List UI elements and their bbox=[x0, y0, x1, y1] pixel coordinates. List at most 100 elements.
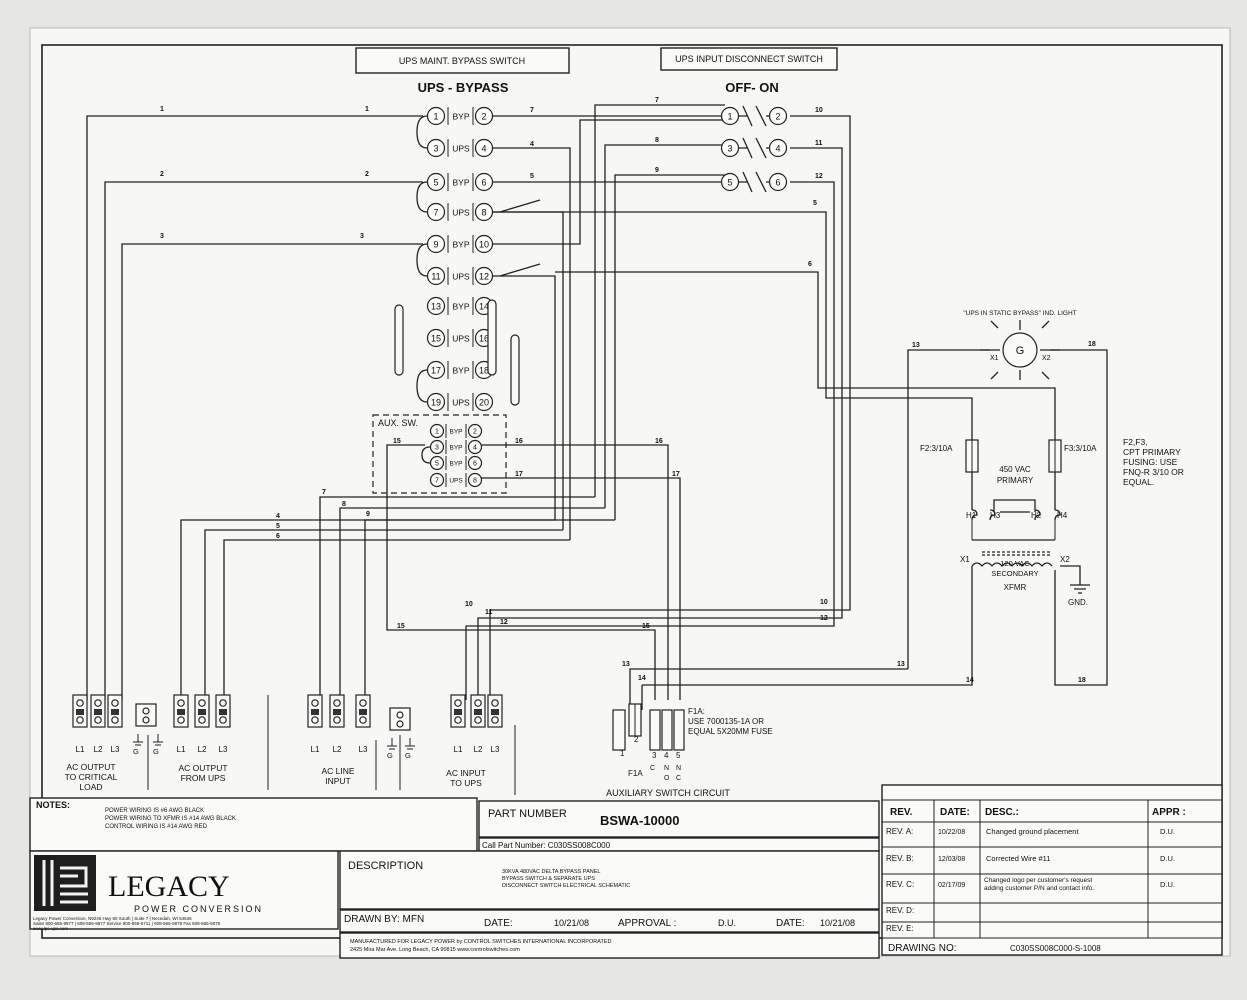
fuse-note-line: F2,F3, bbox=[1123, 437, 1148, 447]
wire-7 bbox=[594, 104, 725, 497]
secondary-voltage: 120 VAC bbox=[1000, 559, 1030, 568]
terminal-circle bbox=[426, 202, 446, 222]
terminal-block bbox=[307, 694, 323, 728]
position-label: UPS bbox=[449, 478, 463, 485]
ups-maint-label-box bbox=[355, 47, 570, 74]
aux-jumper bbox=[421, 446, 431, 464]
terminal-circle bbox=[426, 106, 446, 126]
wire-label: 3 bbox=[160, 233, 164, 240]
drawn-by-box bbox=[339, 909, 880, 933]
terminal-circle bbox=[474, 392, 494, 412]
wire-label: 13 bbox=[912, 342, 920, 349]
bypass-title: UPS - BYPASS bbox=[418, 80, 509, 95]
terminal-label: L2 bbox=[333, 745, 342, 754]
note-line: POWER WIRING IS #6 AWG BLACK bbox=[105, 808, 204, 814]
wire-label: 18 bbox=[1078, 677, 1086, 684]
wire-label: 18 bbox=[1088, 341, 1096, 348]
f1a-note: USE 7000135-1A OR bbox=[688, 717, 764, 726]
gnd-label: GND. bbox=[1068, 598, 1088, 607]
aux-terminal bbox=[612, 709, 626, 751]
position-label: BYP bbox=[449, 445, 462, 452]
company-line: Sales 800-665-9877 | 608-565-9877 Servic… bbox=[33, 921, 221, 926]
date2-label: DATE: bbox=[776, 918, 805, 929]
description-line: DISCONNECT SWITCH ELECTRICAL SCHEMATIC bbox=[502, 883, 630, 889]
rev-date: 10/22/08 bbox=[938, 829, 965, 836]
terminal-circle bbox=[467, 423, 483, 439]
terminal-circle bbox=[429, 439, 445, 455]
wire-label: 12 bbox=[820, 615, 828, 622]
terminal-number: 1 bbox=[435, 429, 439, 436]
terminal-circle bbox=[474, 138, 494, 158]
wiring bbox=[86, 104, 1108, 710]
wire-label: 12 bbox=[815, 173, 823, 180]
terminal-number: 6 bbox=[775, 178, 780, 188]
auxiliary-switch-circuit: F1A: USE 7000135-1A OR EQUAL 5X20MM FUSE… bbox=[606, 703, 773, 798]
wire-label: 16 bbox=[515, 438, 523, 445]
terminal-label: L1 bbox=[454, 745, 463, 754]
wire-9 bbox=[614, 174, 725, 520]
terminal-number: 2 bbox=[775, 112, 780, 122]
terminal-number: 9 bbox=[433, 240, 438, 250]
wire-1 bbox=[86, 115, 423, 700]
notes-box bbox=[29, 797, 478, 852]
wire-bypass-10 bbox=[493, 119, 725, 245]
h3-label: H3 bbox=[990, 511, 1001, 520]
aux-terminals bbox=[612, 703, 685, 751]
offon-title: OFF- ON bbox=[725, 80, 778, 95]
primary-label: PRIMARY bbox=[997, 476, 1034, 485]
logo-text: LEGACY bbox=[108, 870, 230, 903]
terminal-number: 3 bbox=[435, 445, 439, 452]
fuse-note: F2,F3, CPT PRIMARY FUSING: USE FNQ-R 3/1… bbox=[1123, 437, 1184, 487]
f1a-note: F1A: bbox=[688, 707, 705, 716]
wire-label: 4 bbox=[276, 513, 280, 520]
terminal-number: 8 bbox=[473, 478, 477, 485]
terminal-circle bbox=[426, 172, 446, 192]
terminal-number: 18 bbox=[479, 366, 489, 376]
position-label: UPS bbox=[452, 272, 470, 282]
bypass-jumper bbox=[416, 369, 428, 403]
terminal-number: 7 bbox=[433, 208, 438, 218]
terminal-block bbox=[72, 694, 88, 728]
aux-sub: C bbox=[650, 765, 655, 772]
wire-label: 11 bbox=[485, 609, 493, 616]
primary-jumper bbox=[993, 499, 1036, 513]
position-label: UPS bbox=[452, 208, 470, 218]
terminal-circle bbox=[426, 392, 446, 412]
rev-desc: Corrected Wire #11 bbox=[986, 854, 1050, 863]
position-label: BYP bbox=[452, 178, 469, 188]
terminal-number: 6 bbox=[481, 178, 486, 188]
lamp-rays bbox=[980, 320, 1060, 380]
terminal-circle bbox=[467, 439, 483, 455]
rev-label: REV. E: bbox=[886, 924, 914, 933]
switch-contact bbox=[739, 137, 770, 159]
revision-table-box bbox=[881, 784, 1223, 956]
terminal-circle bbox=[426, 360, 446, 380]
part-number-label: PART NUMBER bbox=[488, 808, 567, 820]
jumper-bar bbox=[510, 334, 520, 406]
aux-switch-box bbox=[372, 414, 507, 494]
ground-terminal bbox=[389, 707, 411, 731]
ground-terminal bbox=[135, 703, 157, 727]
x2-label: X2 bbox=[1060, 555, 1070, 564]
wire-label: 5 bbox=[530, 173, 534, 180]
h1-label: H1 bbox=[966, 511, 977, 520]
description-box bbox=[339, 850, 880, 910]
terminal-circle bbox=[426, 138, 446, 158]
wire-label: 1 bbox=[160, 106, 164, 113]
terminal-circle bbox=[429, 423, 445, 439]
ground-symbol bbox=[387, 738, 397, 750]
xfmr-label: XFMR bbox=[1004, 583, 1027, 592]
wire-label: 7 bbox=[655, 97, 659, 104]
wire-label: 5 bbox=[813, 200, 817, 207]
wire-label: 7 bbox=[322, 489, 326, 496]
rev-date: 12/03/08 bbox=[938, 856, 965, 863]
fuse-note-line: FNQ-R 3/10 OR bbox=[1123, 467, 1184, 477]
terminal-label: L3 bbox=[491, 745, 500, 754]
approval-value: D.U. bbox=[718, 918, 736, 928]
lamp-glyph: G bbox=[1016, 345, 1025, 357]
wire-label: 2 bbox=[160, 171, 164, 178]
